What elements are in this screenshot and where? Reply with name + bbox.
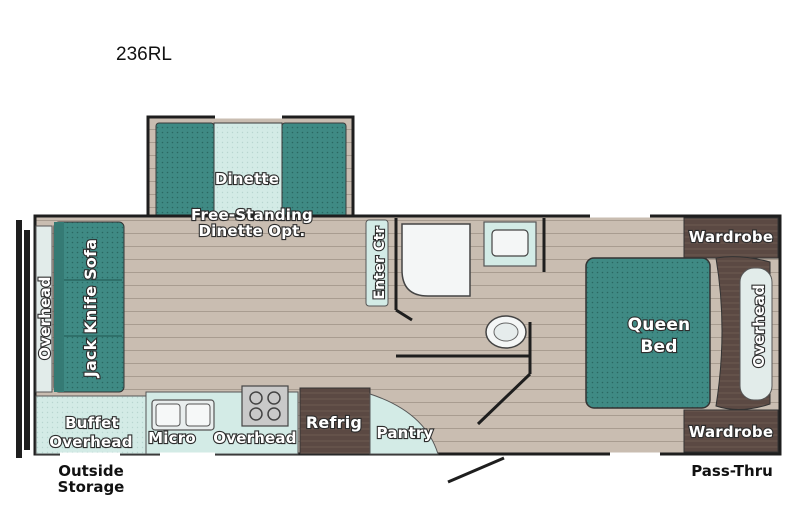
label-dinette: Dinette <box>215 170 279 188</box>
label-pass-thru: Pass-Thru <box>691 462 773 480</box>
label-buffet-overhead: Overhead <box>49 433 132 451</box>
overhead-left-cabinet <box>35 225 53 393</box>
kitchen-counter <box>145 385 299 455</box>
label-pantry: Pantry <box>377 424 434 442</box>
buffet <box>35 395 147 455</box>
label-storage: Storage <box>57 478 125 496</box>
queen-bed <box>585 257 711 409</box>
bathroom-sink-icon <box>483 221 537 267</box>
label-refrig: Refrig <box>306 413 362 432</box>
label-jack-knife-sofa: Jack Knife Sofa <box>81 239 100 378</box>
label-bed: Bed <box>640 337 677 357</box>
wardrobe-bottom <box>683 409 779 453</box>
toilet-icon <box>485 315 527 349</box>
label-buffet: Buffet <box>65 414 119 432</box>
label-overhead-left: Overhead <box>36 276 54 359</box>
label-kitchen-overhead: Overhead <box>213 429 296 447</box>
label-wardrobe-top: Wardrobe <box>689 228 773 246</box>
pantry <box>369 393 439 455</box>
label-enter-ctr: Enter Ctr <box>372 226 388 299</box>
label-dinette-opt: Dinette Opt. <box>199 222 306 240</box>
label-outside: Outside <box>58 462 124 480</box>
label-free-standing: Free-Standing <box>191 206 313 224</box>
label-overhead-right: Overhead <box>750 284 768 367</box>
stove-icon <box>241 385 289 427</box>
label-queen: Queen <box>628 315 691 335</box>
refrigerator <box>299 387 371 455</box>
overhead-right-cabinet <box>715 256 773 410</box>
model-name: 236RL <box>116 44 172 65</box>
bathroom <box>394 218 546 426</box>
shower <box>401 223 471 297</box>
dinette-slideout <box>146 115 355 223</box>
label-micro: Micro <box>148 429 196 447</box>
label-wardrobe-bottom: Wardrobe <box>689 423 773 441</box>
entertainment-center <box>365 219 389 307</box>
jack-knife-sofa <box>53 221 125 393</box>
entry-door[interactable] <box>447 456 505 484</box>
